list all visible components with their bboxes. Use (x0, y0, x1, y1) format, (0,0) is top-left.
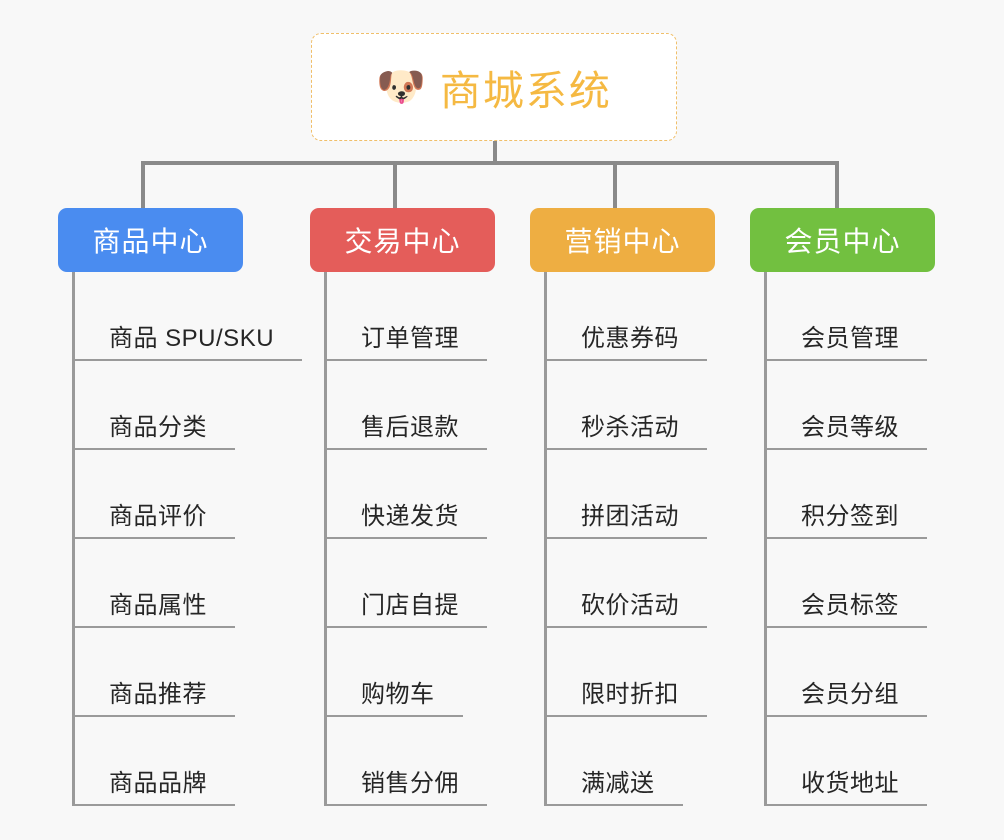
leaf-label: 满减送 (581, 770, 655, 797)
leaf-stack-1: 商品 SPU/SKU 商品分类 商品评价 商品属性 商品推荐 商品品牌 (72, 272, 303, 806)
list-item[interactable]: 会员管理 (767, 272, 935, 361)
list-item[interactable]: 商品品牌 (75, 717, 302, 806)
category-header-1[interactable]: 商品中心 (58, 208, 243, 272)
leaf-label: 购物车 (361, 681, 435, 708)
list-item[interactable]: 会员标签 (767, 539, 935, 628)
category-label-3: 营销中心 (564, 226, 681, 257)
root-node-shopping-mall-system[interactable]: 🐶 商城系统 (311, 33, 677, 141)
leaf-label: 拼团活动 (581, 503, 679, 530)
leaf-label: 积分签到 (801, 503, 899, 530)
connector-drop-2 (393, 161, 397, 208)
list-item[interactable]: 商品属性 (75, 539, 302, 628)
shiba-dog-face-icon: 🐶 (376, 65, 426, 109)
branch-column-4: 会员中心 会员管理 会员等级 积分签到 会员标签 会员分组 收货地址 (750, 208, 935, 806)
list-item[interactable]: 销售分佣 (327, 717, 495, 806)
category-header-2[interactable]: 交易中心 (310, 208, 495, 272)
connector-drop-1 (141, 161, 145, 208)
category-label-4: 会员中心 (784, 226, 901, 257)
list-item[interactable]: 优惠券码 (547, 272, 715, 361)
list-item[interactable]: 商品评价 (75, 450, 302, 539)
leaf-label: 商品 SPU/SKU (109, 325, 275, 352)
leaf-label: 限时折扣 (581, 681, 679, 708)
list-item[interactable]: 商品推荐 (75, 628, 302, 717)
list-item[interactable]: 限时折扣 (547, 628, 715, 717)
list-item[interactable]: 砍价活动 (547, 539, 715, 628)
list-item[interactable]: 门店自提 (327, 539, 495, 628)
category-header-3[interactable]: 营销中心 (530, 208, 715, 272)
list-item[interactable]: 秒杀活动 (547, 361, 715, 450)
leaf-stack-3: 优惠券码 秒杀活动 拼团活动 砍价活动 限时折扣 满减送 (544, 272, 715, 806)
connector-root-vertical (493, 141, 497, 163)
leaf-label: 商品分类 (109, 414, 207, 441)
leaf-label: 商品品牌 (109, 770, 207, 797)
leaf-label: 商品推荐 (109, 681, 207, 708)
leaf-label: 商品评价 (109, 503, 207, 530)
list-item[interactable]: 快递发货 (327, 450, 495, 539)
list-item[interactable]: 购物车 (327, 628, 495, 717)
list-item[interactable]: 订单管理 (327, 272, 495, 361)
branch-column-3: 营销中心 优惠券码 秒杀活动 拼团活动 砍价活动 限时折扣 满减送 (530, 208, 715, 806)
list-item[interactable]: 售后退款 (327, 361, 495, 450)
list-item[interactable]: 满减送 (547, 717, 715, 806)
list-item[interactable]: 收货地址 (767, 717, 935, 806)
leaf-label: 会员管理 (801, 325, 899, 352)
list-item[interactable]: 积分签到 (767, 450, 935, 539)
leaf-label: 门店自提 (361, 592, 459, 619)
leaf-label: 会员标签 (801, 592, 899, 619)
root-node-title: 商城系统 (439, 68, 612, 114)
connector-drop-3 (613, 161, 617, 208)
leaf-label: 快递发货 (361, 503, 459, 530)
connector-drop-4 (835, 161, 839, 208)
leaf-stack-4: 会员管理 会员等级 积分签到 会员标签 会员分组 收货地址 (764, 272, 935, 806)
leaf-label: 收货地址 (801, 770, 899, 797)
branch-column-2: 交易中心 订单管理 售后退款 快递发货 门店自提 购物车 销售分佣 (310, 208, 495, 806)
leaf-label: 秒杀活动 (581, 414, 679, 441)
category-header-4[interactable]: 会员中心 (750, 208, 935, 272)
list-item[interactable]: 拼团活动 (547, 450, 715, 539)
category-label-2: 交易中心 (344, 226, 461, 257)
leaf-label: 售后退款 (361, 414, 459, 441)
leaf-stack-2: 订单管理 售后退款 快递发货 门店自提 购物车 销售分佣 (324, 272, 495, 806)
list-item[interactable]: 商品分类 (75, 361, 302, 450)
leaf-label: 优惠券码 (581, 325, 679, 352)
category-label-1: 商品中心 (92, 226, 209, 257)
list-item[interactable]: 商品 SPU/SKU (75, 272, 303, 361)
leaf-label: 会员分组 (801, 681, 899, 708)
list-item[interactable]: 会员等级 (767, 361, 935, 450)
leaf-label: 会员等级 (801, 414, 899, 441)
leaf-label: 订单管理 (361, 325, 459, 352)
leaf-label: 销售分佣 (361, 770, 459, 797)
list-item[interactable]: 会员分组 (767, 628, 935, 717)
connector-horizontal-bus (141, 161, 839, 165)
leaf-label: 砍价活动 (581, 592, 679, 619)
branch-column-1: 商品中心 商品 SPU/SKU 商品分类 商品评价 商品属性 商品推荐 商品品牌 (58, 208, 303, 806)
leaf-label: 商品属性 (109, 592, 207, 619)
